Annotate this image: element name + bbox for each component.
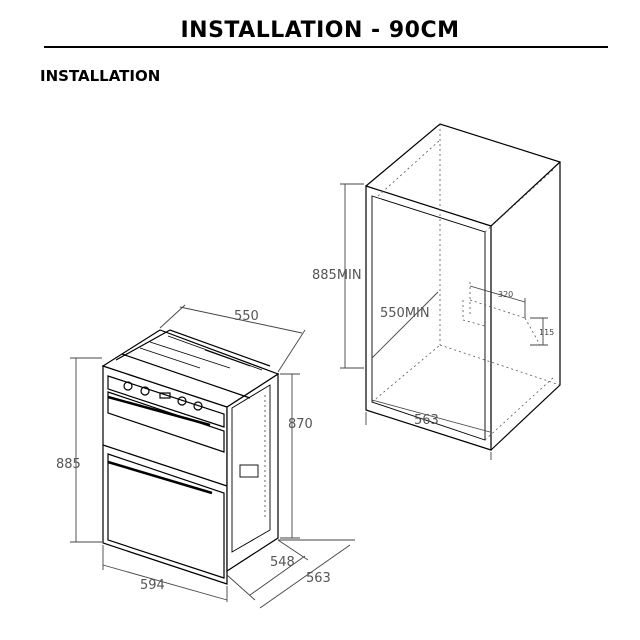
cabinet-width-label: 563 [414,413,439,428]
page-title: INSTALLATION - 90CM [180,18,460,43]
cabinet-dimension-lines [340,183,548,460]
oven-dimension-lines [70,304,355,609]
cabinet-height-min-label: 885MIN [312,268,362,283]
cabinet-illustration [365,123,562,451]
cutout-width-label: 320 [498,290,513,299]
cabinet-depth-min-label: 550MIN [380,306,430,321]
cabinet-hidden-lines [371,124,561,441]
section-heading: INSTALLATION [40,67,161,85]
oven-side-height-label: 870 [288,417,313,432]
oven-depth-outer-label: 563 [306,571,331,586]
cutout-height-label: 115 [539,328,554,337]
oven-height-label: 885 [56,457,81,472]
oven-depth-inner-label: 548 [270,555,295,570]
oven-top-depth-label: 550 [234,309,259,324]
oven-width-label: 594 [140,578,165,593]
oven-illustration [101,329,280,585]
title-rule [44,46,608,48]
